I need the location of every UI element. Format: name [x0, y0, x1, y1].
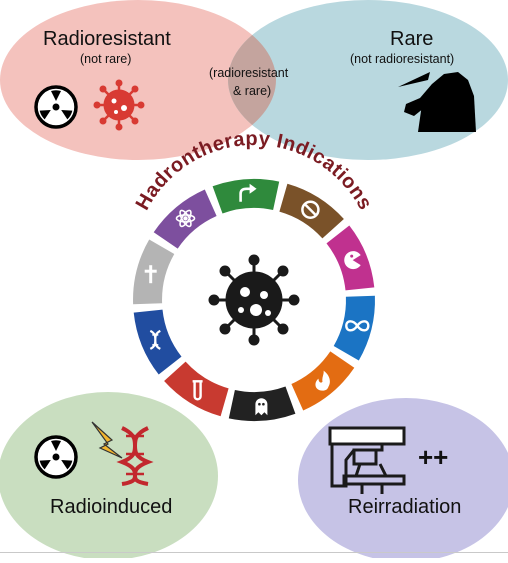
atom-icon — [175, 209, 196, 228]
pacman-icon — [344, 251, 361, 270]
curved-arrow-icon — [239, 183, 257, 202]
radiation-icon-bottom — [34, 435, 78, 479]
bottom-divider — [0, 552, 508, 553]
radioinduced-label: Radioinduced — [50, 496, 173, 518]
ghost-icon — [255, 398, 268, 416]
ring-segment-arrow — [212, 178, 280, 214]
no-entry-icon — [301, 200, 320, 219]
reirradiation-label: Reirradiation — [348, 496, 462, 518]
overlap-label-line2: & rare) — [233, 84, 272, 98]
dna-icon-bottom — [116, 426, 154, 486]
flame-icon — [315, 370, 330, 391]
radioresistant-sublabel: (not rare) — [80, 52, 132, 66]
radioresistant-label: Radioresistant — [43, 28, 171, 50]
rare-label: Rare — [390, 28, 434, 50]
radioinduced-circle — [0, 392, 218, 560]
red-virus-icon — [93, 79, 145, 131]
unicorn-icon — [398, 72, 476, 132]
plus-plus-label: ++ — [418, 442, 449, 472]
ring-segment-tube — [164, 361, 229, 417]
virus-icon — [208, 254, 300, 346]
lightning-icon — [91, 421, 123, 459]
linac-machine-icon — [328, 426, 406, 494]
ring-segment-dna — [133, 309, 182, 375]
dna-icon — [149, 329, 161, 350]
radiation-icon — [34, 85, 78, 129]
cross-icon — [144, 265, 157, 284]
overlap-label-line1: (radioresistant — [209, 66, 289, 80]
infinity-icon — [345, 320, 370, 332]
rare-sublabel: (not radioresistant) — [350, 52, 455, 66]
test-tube-icon — [192, 380, 203, 401]
indications-ring — [133, 178, 375, 422]
